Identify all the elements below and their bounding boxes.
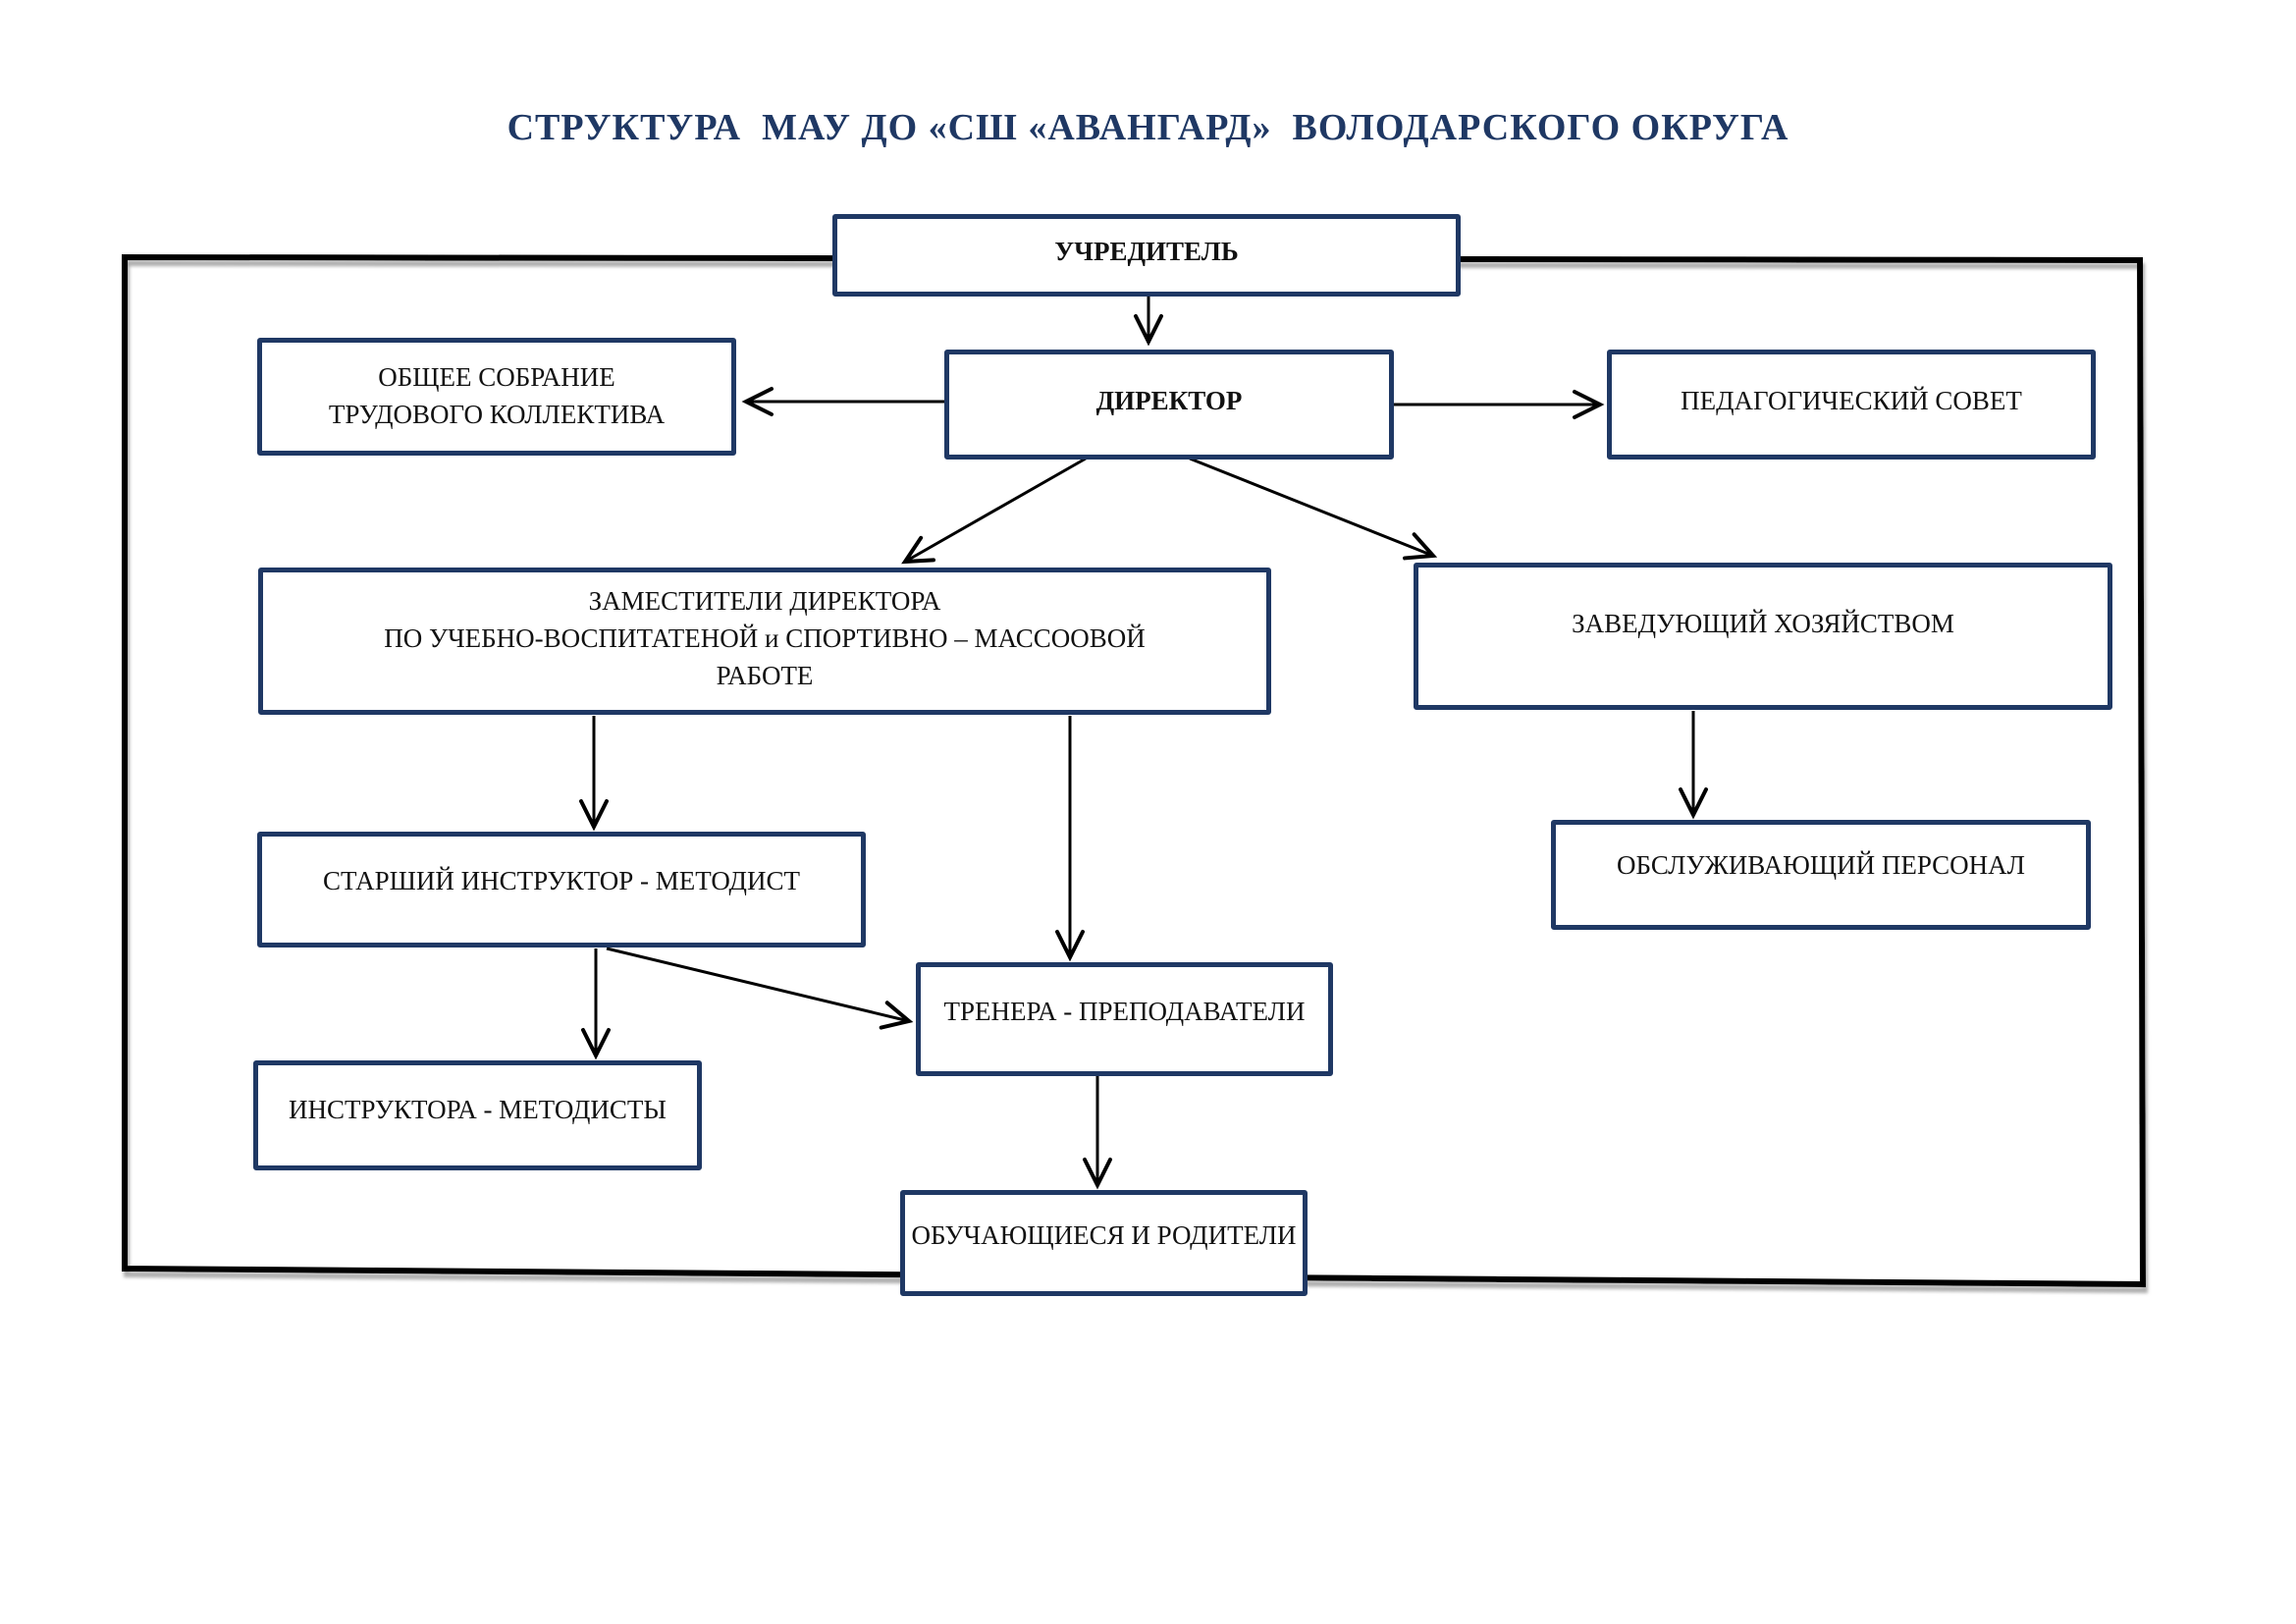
node-senior-instructor-label: СТАРШИЙ ИНСТРУКТОР - МЕТОДИСТ — [323, 866, 800, 895]
node-general-meeting-label: ОБЩЕЕ СОБРАНИЕ ТРУДОВОГО КОЛЛЕКТИВА — [328, 362, 666, 429]
diagram-title: СТРУКТУРА МАУ ДО «СШ «АВАНГАРД» ВОЛОДАРС… — [507, 107, 1789, 148]
node-household: ЗАВЕДУЮЩИЙ ХОЗЯЙСТВОМ — [1414, 563, 2112, 710]
node-deputies-label: ЗАМЕСТИТЕЛИ ДИРЕКТОРА ПО УЧЕБНО-ВОСПИТАТ… — [384, 586, 1146, 690]
node-pedagogical-council-label: ПЕДАГОГИЧЕСКИЙ СОВЕТ — [1681, 386, 2022, 415]
node-household-label: ЗАВЕДУЮЩИЙ ХОЗЯЙСТВОМ — [1572, 609, 1954, 638]
node-trainers: ТРЕНЕРА - ПРЕПОДАВАТЕЛИ — [916, 962, 1333, 1076]
node-founder-label: УЧРЕДИТЕЛЬ — [1054, 237, 1239, 266]
node-senior-instructor: СТАРШИЙ ИНСТРУКТОР - МЕТОДИСТ — [257, 832, 866, 947]
node-trainers-label: ТРЕНЕРА - ПРЕПОДАВАТЕЛИ — [943, 997, 1306, 1026]
connector-director-household — [1189, 457, 1438, 561]
outer-frame — [122, 253, 2147, 1288]
node-service-staff: ОБСЛУЖИВАЮЩИЙ ПЕРСОНАЛ — [1551, 820, 2091, 930]
node-general-meeting: ОБЩЕЕ СОБРАНИЕ ТРУДОВОГО КОЛЛЕКТИВА — [257, 338, 736, 456]
node-instructors: ИНСТРУКТОРА - МЕТОДИСТЫ — [253, 1060, 702, 1170]
node-founder: УЧРЕДИТЕЛЬ — [832, 214, 1461, 297]
node-service-staff-label: ОБСЛУЖИВАЮЩИЙ ПЕРСОНАЛ — [1617, 850, 2025, 880]
connector-senior-instructor-trainers — [606, 947, 914, 1030]
node-students: ОБУЧАЮЩИЕСЯ И РОДИТЕЛИ — [900, 1190, 1308, 1296]
node-deputies: ЗАМЕСТИТЕЛИ ДИРЕКТОРА ПО УЧЕБНО-ВОСПИТАТ… — [258, 568, 1271, 715]
connector-director-deputies — [901, 457, 1087, 565]
node-students-label: ОБУЧАЮЩИЕСЯ И РОДИТЕЛИ — [911, 1220, 1297, 1250]
node-director: ДИРЕКТОР — [944, 350, 1394, 460]
node-instructors-label: ИНСТРУКТОРА - МЕТОДИСТЫ — [289, 1095, 667, 1124]
node-pedagogical-council: ПЕДАГОГИЧЕСКИЙ СОВЕТ — [1607, 350, 2096, 460]
node-director-label: ДИРЕКТОР — [1095, 386, 1243, 415]
